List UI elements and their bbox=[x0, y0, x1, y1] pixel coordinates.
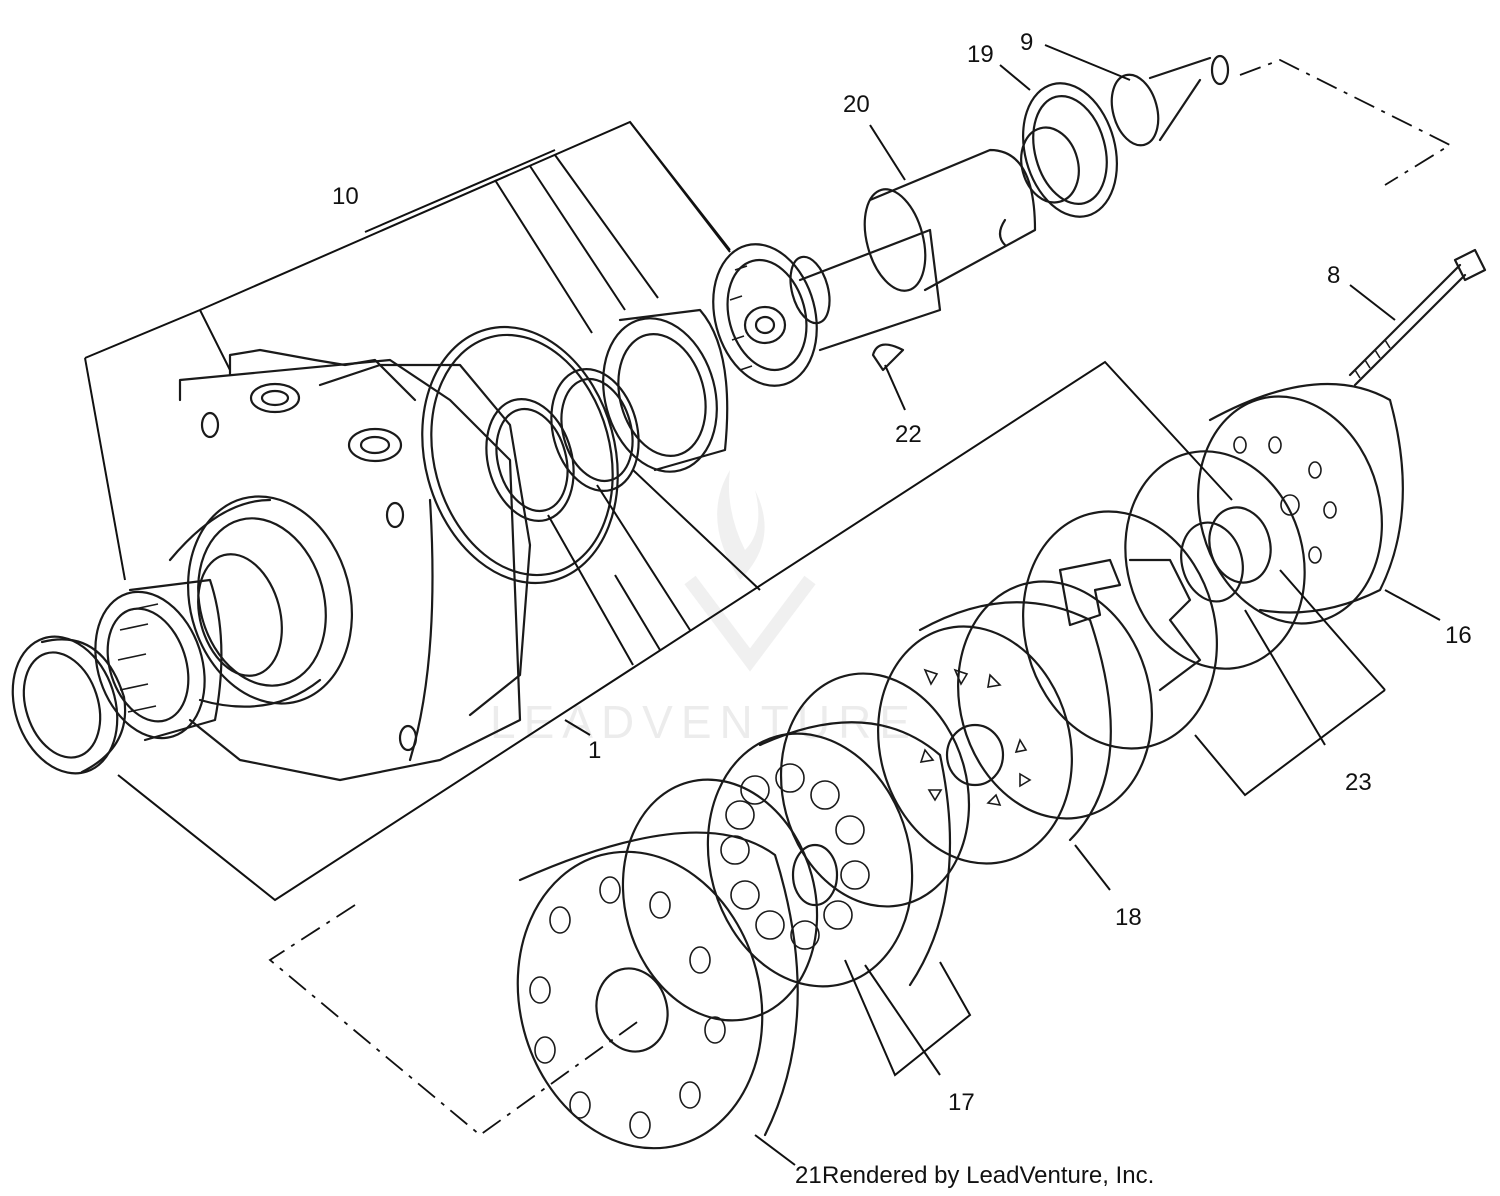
rotor-stator-set bbox=[877, 580, 1153, 865]
woodruff-key bbox=[871, 343, 905, 372]
end-cover bbox=[516, 831, 799, 1150]
inner-seal-rings bbox=[485, 368, 640, 522]
callout-17: 17 bbox=[948, 1089, 975, 1116]
o-ring-small bbox=[621, 778, 819, 1022]
leadventure-watermark: LEADVENTURE bbox=[490, 470, 910, 748]
group-bracket-1 bbox=[117, 360, 1233, 902]
callout-8: 8 bbox=[1327, 262, 1340, 289]
needle-bearing bbox=[94, 578, 223, 742]
valve-seal-ring bbox=[1124, 450, 1306, 670]
group-bracket-23 bbox=[1194, 569, 1386, 797]
shaft-seal bbox=[11, 635, 127, 775]
o-ring-large bbox=[421, 325, 619, 585]
drive-link bbox=[1110, 54, 1230, 147]
end-cap bbox=[1197, 382, 1404, 625]
motor-housing bbox=[168, 348, 532, 782]
thrust-bearing bbox=[1020, 82, 1118, 218]
group-bracket-17 bbox=[844, 959, 972, 1077]
callout-20: 20 bbox=[843, 91, 870, 118]
wear-plate bbox=[779, 672, 971, 908]
callout-labels: 10 20 19 9 8 22 16 1 23 18 17 21 bbox=[332, 29, 1472, 1189]
callout-21: 21 bbox=[795, 1162, 822, 1189]
callout-19: 19 bbox=[967, 41, 994, 68]
group-bracket-10 bbox=[84, 120, 731, 581]
valve-plate bbox=[1022, 510, 1218, 750]
callout-9: 9 bbox=[1020, 29, 1033, 56]
callout-1: 1 bbox=[588, 737, 601, 764]
footer-credit: Rendered by LeadVenture, Inc. bbox=[822, 1162, 1154, 1189]
cap-screw bbox=[1348, 248, 1487, 387]
callout-18: 18 bbox=[1115, 904, 1142, 931]
assembly-centerlines bbox=[268, 59, 1452, 1137]
output-shaft bbox=[789, 148, 1037, 352]
callout-16: 16 bbox=[1445, 622, 1472, 649]
callout-23: 23 bbox=[1345, 769, 1372, 796]
leader-lines bbox=[754, 44, 1441, 1166]
callout-10: 10 bbox=[332, 183, 359, 210]
callout-22: 22 bbox=[895, 421, 922, 448]
geroler-assembly bbox=[706, 721, 952, 988]
bearing-seal-pack bbox=[602, 243, 818, 473]
